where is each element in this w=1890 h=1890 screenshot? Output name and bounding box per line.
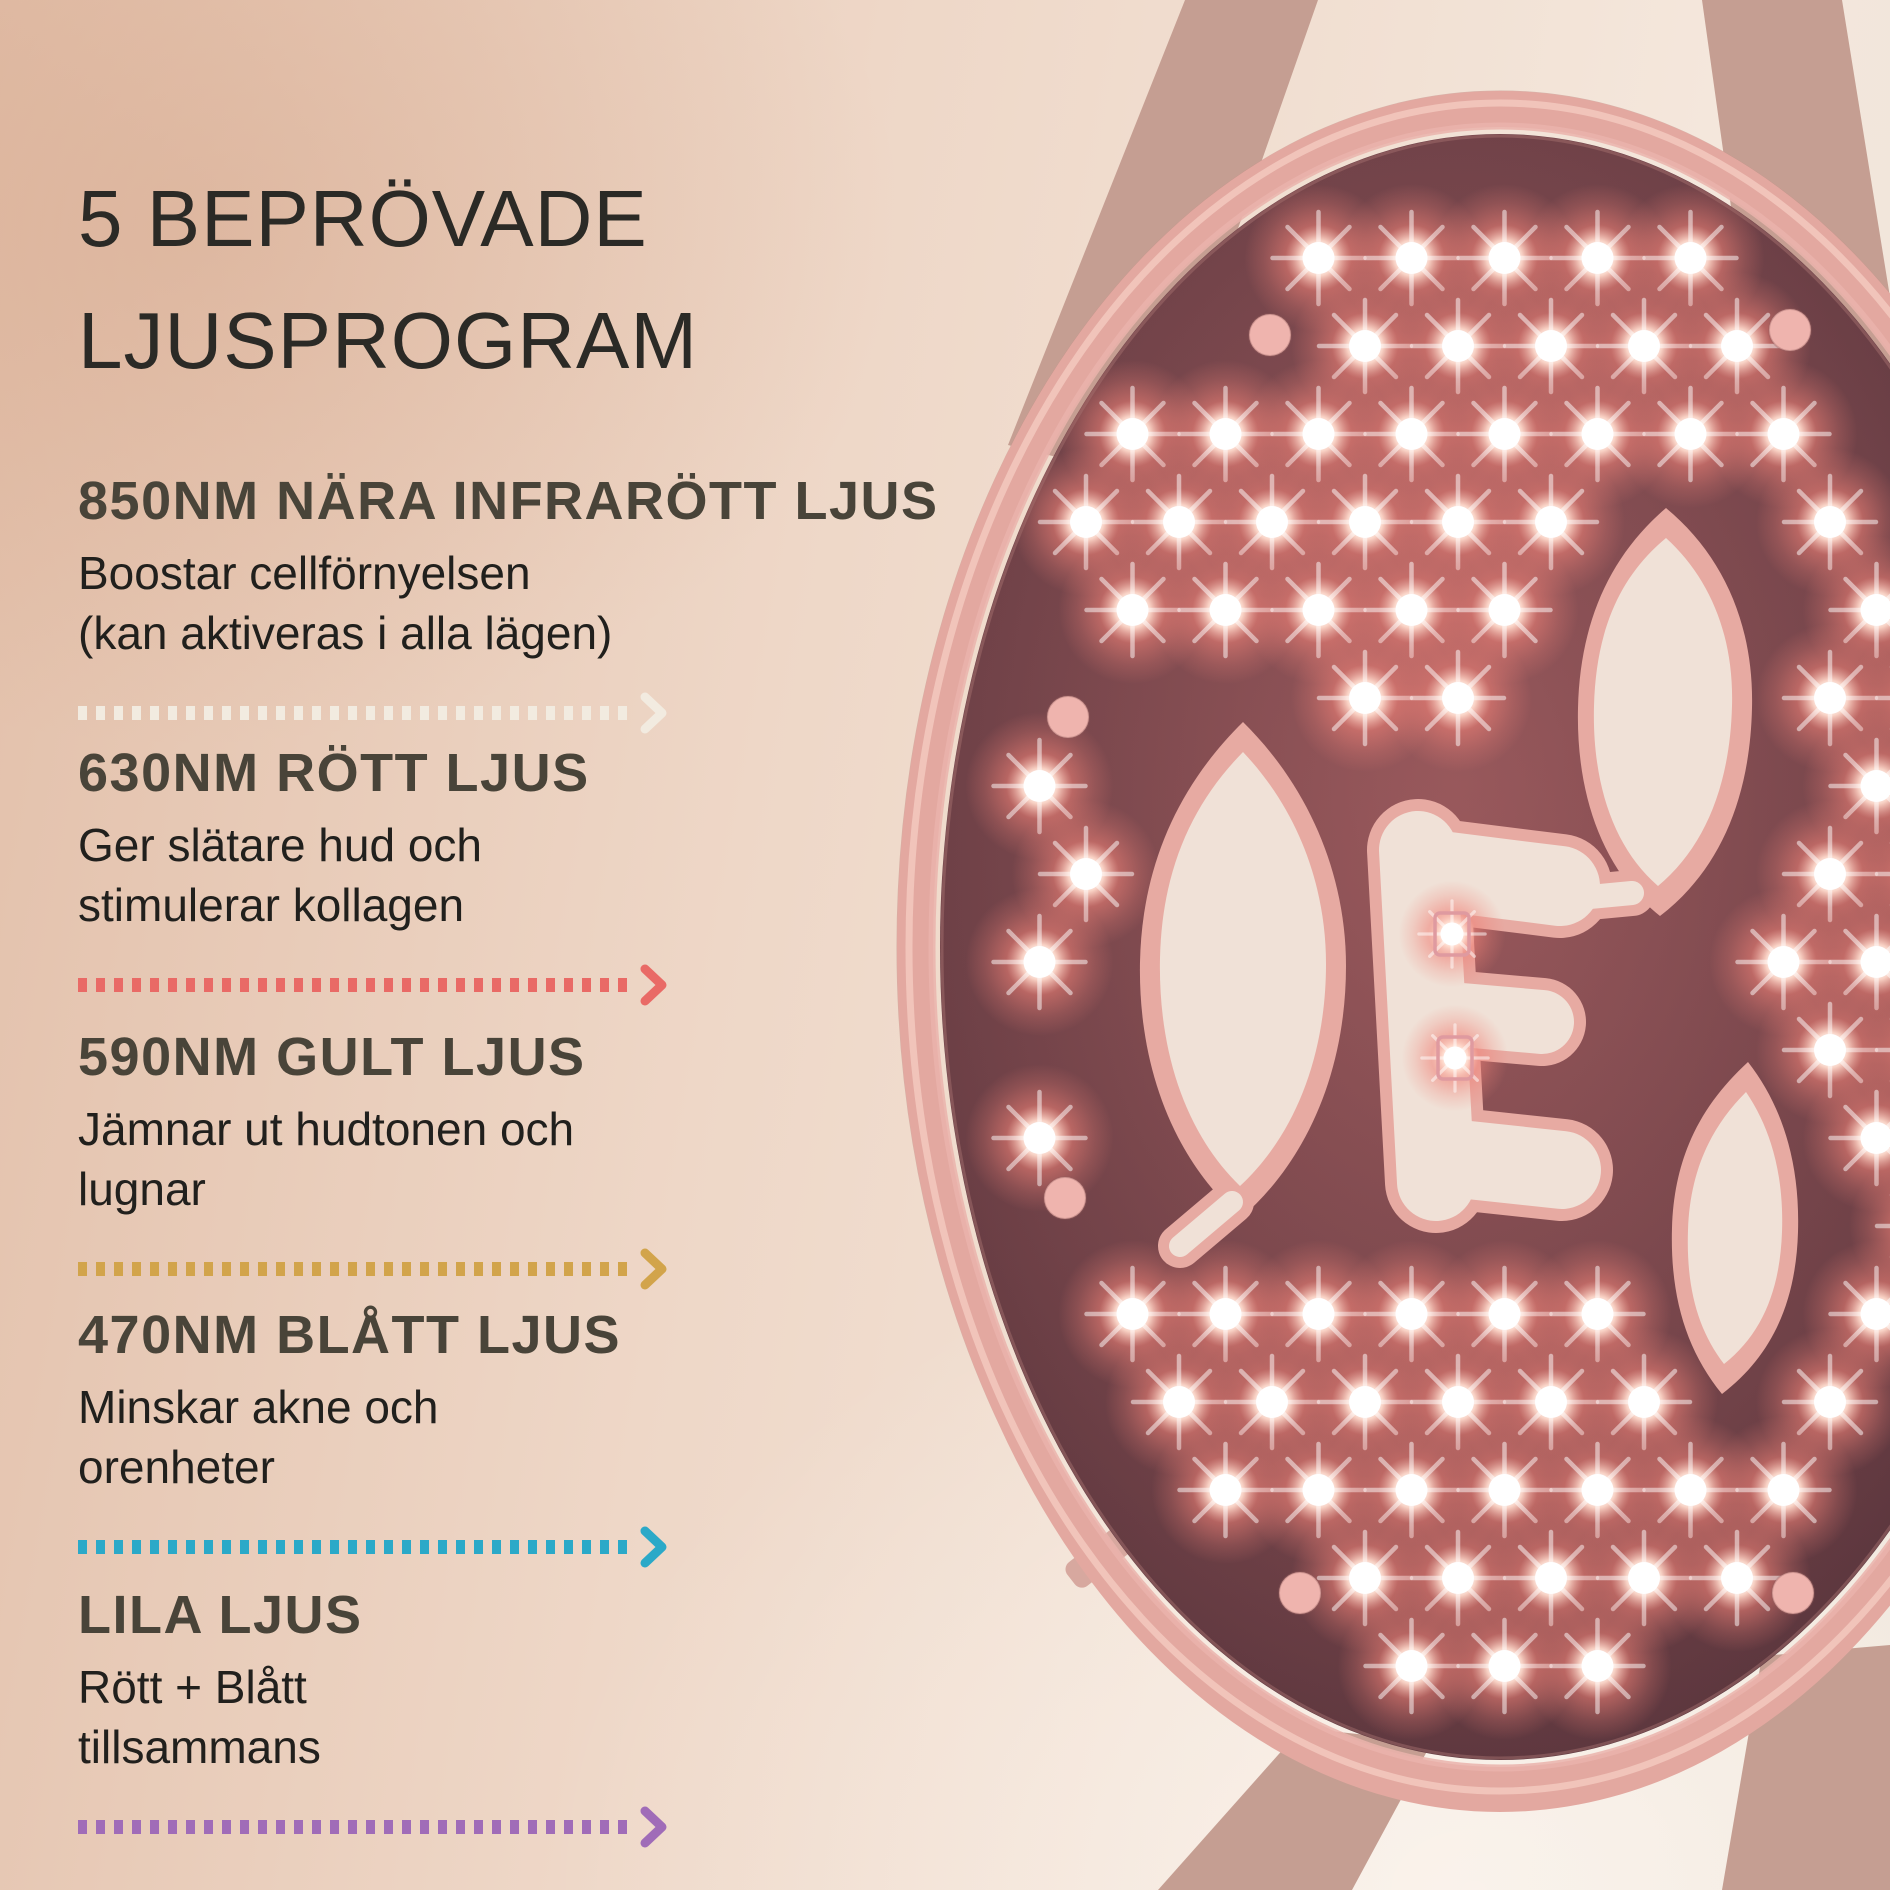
arrow-head-icon bbox=[640, 692, 667, 734]
program-description-line: Ger slätare hud och bbox=[78, 819, 483, 871]
program-heading: 850NM NÄRA INFRARÖTT LJUS bbox=[78, 471, 939, 531]
program-description-line: Rött + Blått bbox=[78, 1661, 307, 1713]
arrow-dashes bbox=[78, 1819, 634, 1834]
text-panel: 5 BEPRÖVADE LJUSPROGRAM 850NM NÄRA INFRA… bbox=[78, 158, 978, 1850]
arrow-head-icon bbox=[640, 1526, 667, 1568]
eye-cutout-left bbox=[1159, 752, 1326, 1186]
mask-rim bbox=[896, 90, 1890, 1812]
dotted-arrow bbox=[78, 1246, 978, 1292]
program-description-line: Boostar cellförnyelsen bbox=[78, 547, 531, 599]
program-section-lila: LILA LJUS Rött + Blått tillsammans bbox=[78, 1584, 978, 1850]
arrow-dashes bbox=[78, 1539, 634, 1554]
program-description-line: orenheter bbox=[78, 1440, 275, 1493]
program-description-line: lugnar bbox=[78, 1162, 206, 1215]
page-title-line-2: LJUSPROGRAM bbox=[78, 295, 698, 385]
program-section-630nm: 630NM RÖTT LJUS Ger slätare hud och stim… bbox=[78, 742, 978, 1008]
program-section-470nm: 470NM BLÅTT LJUS Minskar akne och orenhe… bbox=[78, 1304, 978, 1570]
nose-led-module bbox=[1397, 879, 1507, 989]
arrow-dashes bbox=[78, 705, 634, 720]
dotted-arrow bbox=[78, 690, 978, 736]
program-heading: 590NM GULT LJUS bbox=[78, 1027, 586, 1087]
arrow-head-icon bbox=[640, 964, 667, 1006]
program-heading: 630NM RÖTT LJUS bbox=[78, 743, 590, 803]
program-section-590nm: 590NM GULT LJUS Jämnar ut hudtonen och l… bbox=[78, 1026, 978, 1292]
program-description-line: stimulerar kollagen bbox=[78, 878, 465, 931]
unlit-led-dots bbox=[1043, 308, 1815, 1615]
dotted-arrow bbox=[78, 1524, 978, 1570]
page-title-line-1: 5 BEPRÖVADE bbox=[78, 174, 648, 263]
arrow-dashes bbox=[78, 1261, 634, 1276]
program-heading: 470NM BLÅTT LJUS bbox=[78, 1305, 622, 1365]
arrow-head-icon bbox=[640, 1806, 667, 1848]
dotted-arrow bbox=[78, 1804, 978, 1850]
nose-led-module bbox=[1400, 1003, 1510, 1113]
eye-cutout-right bbox=[1593, 538, 1733, 886]
arrow-dashes bbox=[78, 977, 634, 992]
program-description-line: (kan aktiveras i alla lägen) bbox=[78, 606, 613, 659]
program-heading: LILA LJUS bbox=[78, 1585, 363, 1645]
program-description-line: Jämnar ut hudtonen och bbox=[78, 1103, 575, 1155]
page-title: 5 BEPRÖVADE LJUSPROGRAM bbox=[78, 158, 698, 401]
program-description-line: tillsammans bbox=[78, 1720, 321, 1773]
program-section-850nm: 850NM NÄRA INFRARÖTT LJUS Boostar cellfö… bbox=[78, 470, 978, 736]
dotted-arrow bbox=[78, 962, 978, 1008]
mask-body bbox=[896, 90, 1890, 1812]
mouth-cutout bbox=[1687, 1092, 1783, 1364]
arrow-head-icon bbox=[640, 1248, 667, 1290]
program-description-line: Minskar akne och bbox=[78, 1381, 439, 1433]
